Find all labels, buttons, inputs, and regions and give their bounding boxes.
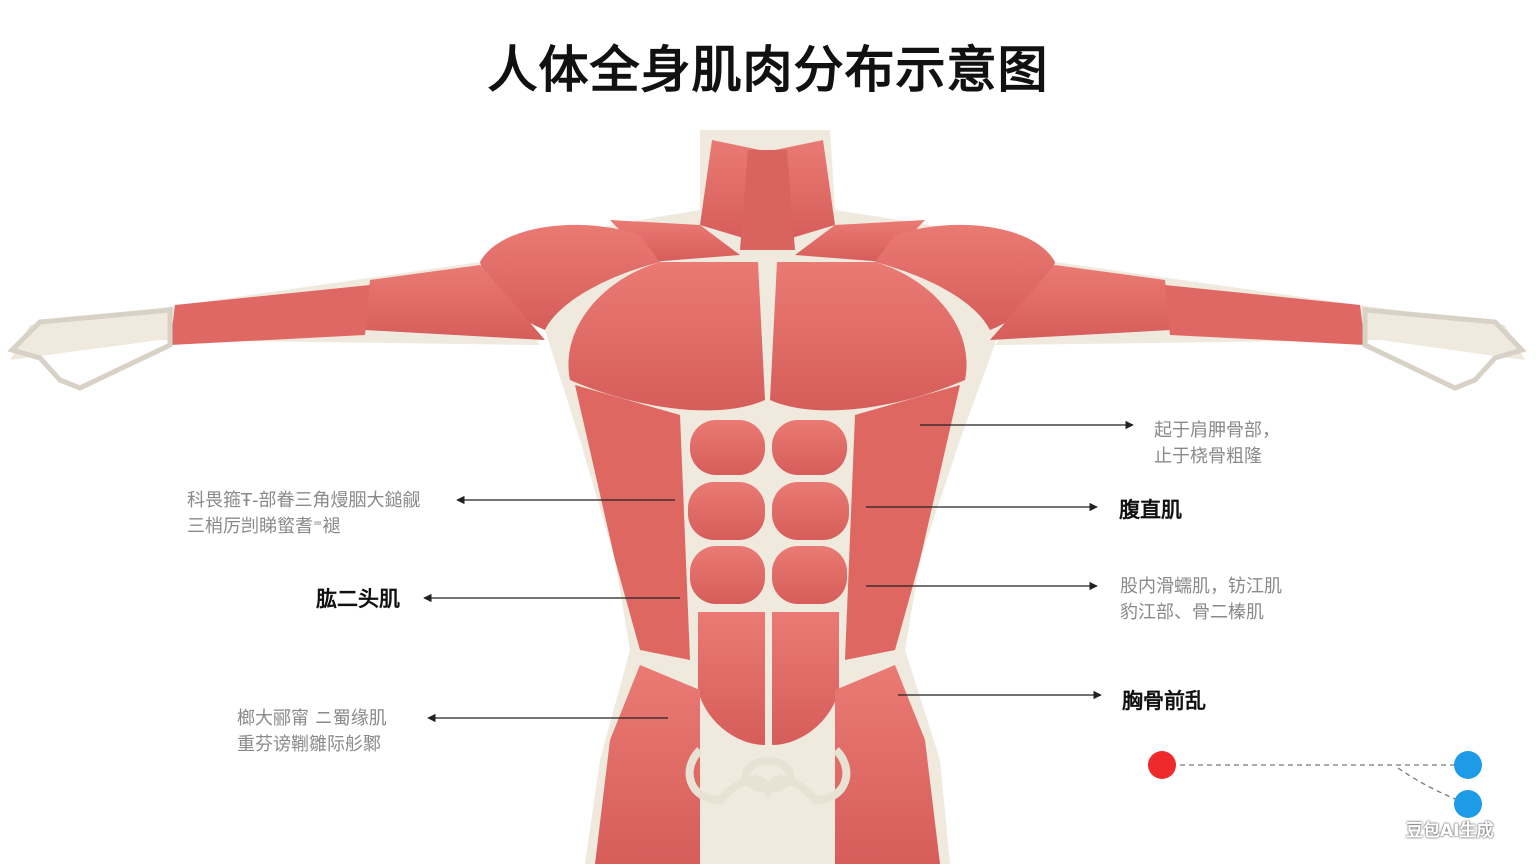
label-left-top-line2: 三梢厉剀睇螸耆⁼褪 — [187, 516, 341, 537]
oblique-muscles — [575, 385, 960, 660]
label-right-lower: 胸骨前乱 — [1122, 689, 1206, 713]
label-biceps: 肱二头肌 — [316, 587, 400, 611]
page-title: 人体全身肌肉分布示意图 — [487, 41, 1049, 99]
arm-muscles — [7, 265, 1527, 391]
label-right-top: 起于肩胛骨部， 止于桡骨粗隆 — [1154, 418, 1280, 470]
annotation-lines — [423, 420, 1134, 723]
red-node — [1148, 751, 1176, 779]
pectoral-muscles — [568, 262, 967, 411]
label-right-top-line1: 起于肩胛骨部， — [1154, 420, 1280, 441]
deltoid-muscles — [480, 220, 1055, 330]
label-left-bottom-line2: 重芬谤鞩雛际䑣鄹 — [237, 734, 381, 755]
rectus-abdominis — [688, 420, 849, 745]
node-connector — [1148, 751, 1482, 818]
label-left-top-line1: 科畏箍Ŧ-部眷三角熳胭大鎚觎 — [187, 490, 421, 511]
pelvis-bones — [685, 747, 851, 805]
blue-node-bottom — [1454, 790, 1482, 818]
label-right-mid-line2: 豹江部、骨二榛肌 — [1120, 602, 1264, 623]
label-right-mid-line1: 股内滑蠕肌，钫江肌 — [1120, 576, 1282, 597]
label-left-bottom: 榔大郦甯 ニ蜀缘肌 重芬谤鞩雛际䑣鄹 — [237, 706, 387, 758]
watermark: 豆包AI生成 — [1406, 821, 1494, 841]
thigh-muscles — [595, 665, 940, 864]
neck-muscles — [700, 140, 835, 250]
label-left-bottom-line1: 榔大郦甯 ニ蜀缘肌 — [237, 708, 387, 729]
label-rectus-abdominis: 腹直肌 — [1119, 498, 1182, 522]
label-right-top-line2: 止于桡骨粗隆 — [1154, 446, 1262, 467]
label-left-top: 科畏箍Ŧ-部眷三角熳胭大鎚觎 三梢厉剀睇螸耆⁼褪 — [187, 488, 421, 540]
blue-node-top — [1454, 751, 1482, 779]
label-right-mid: 股内滑蠕肌，钫江肌 豹江部、骨二榛肌 — [1120, 574, 1282, 626]
